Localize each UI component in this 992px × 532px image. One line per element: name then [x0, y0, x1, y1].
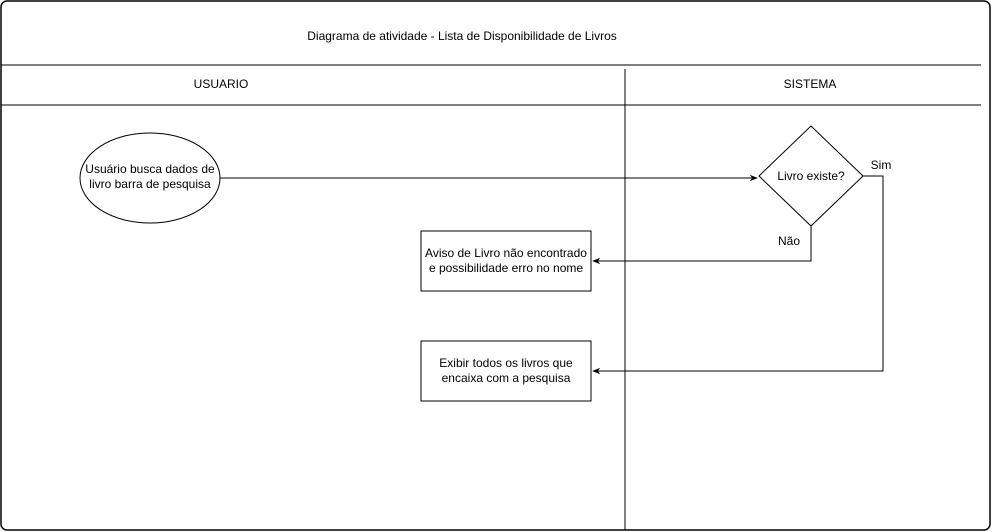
edge-yes-label: Sim	[871, 158, 892, 172]
node-show-all-label-line2: encaixa com a pesquisa	[442, 371, 571, 385]
node-show-all[interactable]: Exibir todos os livros que encaixa com a…	[420, 340, 592, 402]
node-not-found-label-line1: Aviso de Livro não encontrado	[425, 246, 587, 260]
lane-header-system: SISTEMA	[784, 77, 837, 91]
diagram-title: Diagrama de atividade - Lista de Disponi…	[307, 29, 617, 43]
node-decision-label: Livro existe?	[777, 169, 845, 183]
lane-header-user: USUARIO	[194, 77, 249, 91]
node-start-label-line2: livro barra de pesquisa	[89, 177, 211, 191]
node-not-found[interactable]: Aviso de Livro não encontrado e possibil…	[420, 230, 592, 292]
node-start[interactable]: Usuário busca dados de livro barra de pe…	[79, 132, 221, 224]
edge-decision-no	[592, 226, 812, 265]
edge-no-label: Não	[778, 234, 800, 248]
node-not-found-shape	[420, 230, 592, 292]
node-not-found-label-line2: e possibilidade erro no nome	[429, 261, 583, 275]
node-show-all-shape	[420, 340, 592, 402]
edge-decision-yes	[592, 175, 884, 375]
node-start-label-line1: Usuário busca dados de	[85, 162, 215, 176]
node-show-all-label-line1: Exibir todos os livros que	[439, 356, 573, 370]
